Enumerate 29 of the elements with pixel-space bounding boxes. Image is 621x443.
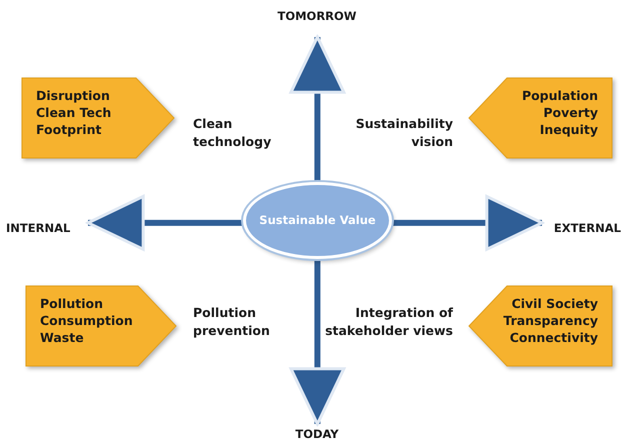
node-text: Clean Tech bbox=[36, 104, 112, 122]
quadrant-label: Clean technology bbox=[193, 115, 272, 150]
node-text: Poverty bbox=[542, 104, 598, 122]
node-text: Sustainable Value bbox=[259, 212, 376, 229]
axis-label: EXTERNAL bbox=[554, 221, 621, 237]
arrow bbox=[392, 195, 544, 251]
axis-label: TOMORROW bbox=[277, 9, 356, 25]
axis-label: TODAY bbox=[295, 427, 339, 443]
node-text: Inequity bbox=[538, 122, 598, 139]
node-text: Transparency bbox=[502, 312, 598, 330]
axis-label: INTERNAL bbox=[6, 221, 70, 237]
node-text: Civil Society bbox=[510, 296, 598, 313]
node-text: Waste bbox=[40, 330, 85, 347]
arrow bbox=[86, 194, 244, 251]
pentagon-box bbox=[26, 286, 176, 366]
quadrant-label: Sustainability vision bbox=[354, 115, 453, 150]
quadrant-label: Pollution prevention bbox=[193, 304, 271, 339]
node-text: Footprint bbox=[36, 122, 102, 139]
pentagon-box bbox=[469, 286, 612, 366]
pentagon-box bbox=[469, 78, 612, 158]
node-text: Consumption bbox=[40, 312, 134, 330]
node-text: Pollution bbox=[40, 296, 104, 313]
pentagon-box bbox=[22, 78, 174, 158]
arrow bbox=[290, 259, 346, 426]
quadrant-label: Integration of stakeholder views bbox=[324, 304, 453, 339]
node-text: Population bbox=[520, 88, 598, 105]
node-text: Disruption bbox=[36, 88, 111, 105]
node-text: Connectivity bbox=[508, 330, 598, 347]
arrow bbox=[290, 36, 346, 182]
